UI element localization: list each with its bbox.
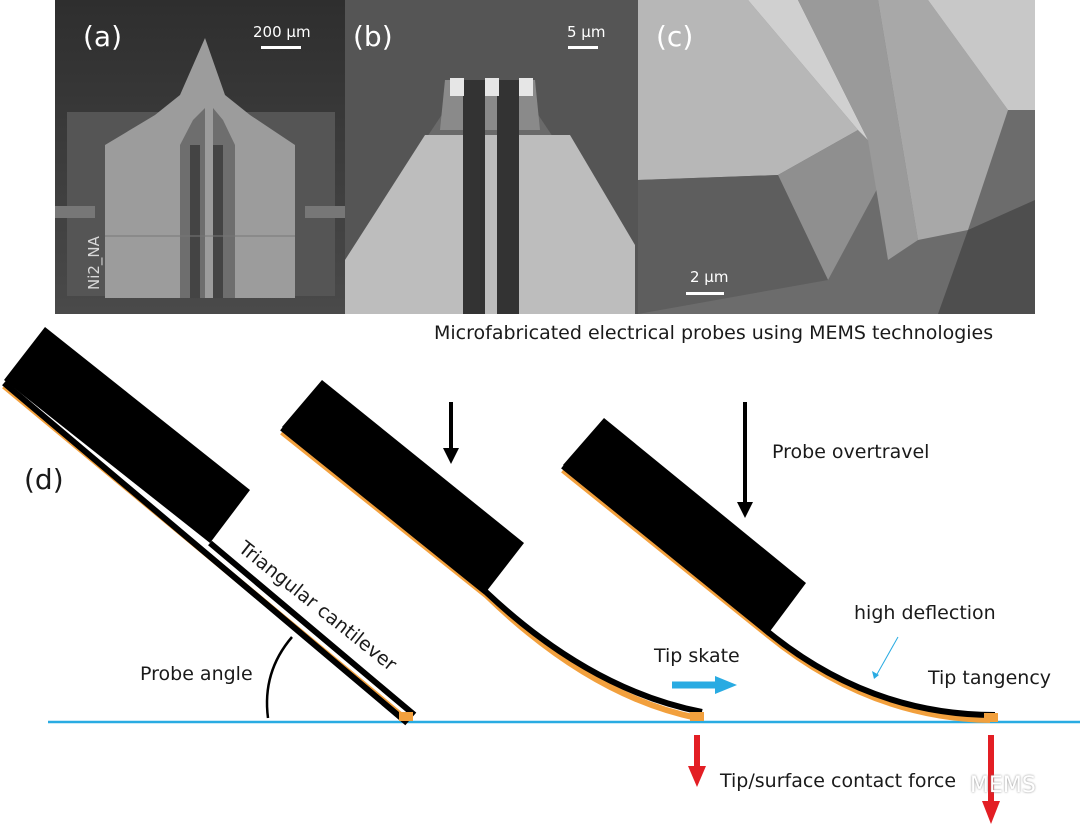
sem-image-c [638,0,1035,314]
probe-3 [561,402,998,723]
panel-label-c: (c) [656,20,694,53]
scale-bar-a [261,46,301,49]
sem-panel-a: (a) 200 µm Ni2_NA [55,0,345,314]
high-deflection-label: high deflection [854,602,996,624]
panel-label-a: (a) [83,20,123,53]
figure-caption: Microfabricated electrical probes using … [434,322,994,344]
watermark-text: MEMS [970,773,1036,798]
probe-2-body [282,380,524,592]
probe-2-tip [690,712,704,721]
scale-bar-c [686,292,724,295]
scale-label-b: 5 µm [567,23,606,41]
sem-image-b [345,0,638,314]
scale-label-c: 2 µm [690,268,729,286]
probe-angle-arc [265,636,293,719]
scale-bar-b [568,46,598,49]
deflection-pointer [875,636,899,677]
probe-3-tip [984,713,998,722]
tip-tangency-label: Tip tangency [928,667,1052,689]
panel-label-d: (d) [24,463,64,496]
probe-overtravel-label: Probe overtravel [772,441,930,463]
sem-image-a [55,0,345,314]
probe-1-tip [399,712,413,721]
sem-panel-b: (b) 5 µm [345,0,638,314]
probe-angle-label: Probe angle [140,663,253,685]
contact-force-arrow-1 [688,735,706,787]
panel-label-b: (b) [353,20,393,53]
probe-3-body [563,418,806,634]
probe-2 [280,380,704,721]
scale-label-a: 200 µm [253,23,311,41]
contact-force-label: Tip/surface contact force [720,770,957,792]
tip-skate-label: Tip skate [654,645,740,667]
tip-skate-arrow [672,676,737,694]
contact-force-arrow-2 [982,735,1000,824]
sem-panel-c: (c) 2 µm [638,0,1035,314]
probe-1-body [4,327,250,543]
probe-1 [2,327,417,726]
